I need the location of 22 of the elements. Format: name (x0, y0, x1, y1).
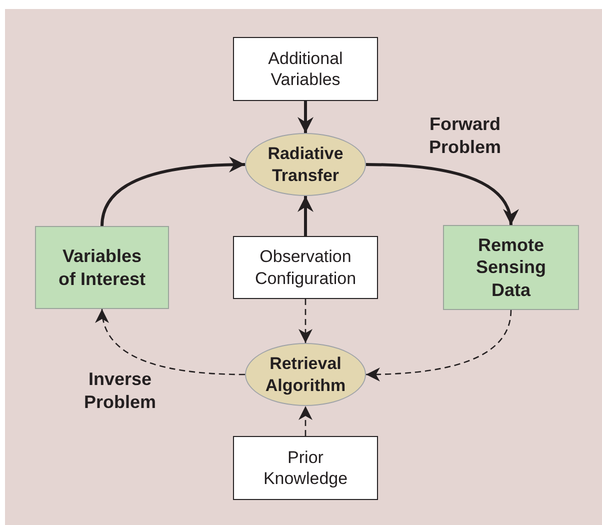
arrow (298, 101, 314, 133)
dashed-arrow (366, 310, 512, 382)
dashed-arrow (96, 308, 246, 376)
input-box (233, 436, 378, 500)
arrow (298, 196, 314, 236)
node-text: Remote Sensing Data (474, 234, 547, 302)
node-text: Prior Knowledge (262, 446, 349, 490)
node-text: Radiative Transfer (266, 143, 344, 186)
problem-label: Inverse Problem (82, 368, 158, 413)
dashed-arrow (298, 299, 312, 343)
node-text: Observation Configuration (254, 246, 358, 289)
dashed-arrow (298, 406, 312, 436)
input-box (233, 37, 378, 101)
node-text: Additional Variables (267, 48, 344, 90)
variable-box (35, 226, 169, 309)
arrow (366, 163, 518, 226)
problem-label: Forward Problem (428, 113, 502, 158)
node-text: Retrieval Algorithm (264, 353, 347, 396)
input-box (233, 236, 378, 299)
arrow (100, 156, 246, 226)
node-text: Variables of Interest (57, 245, 146, 290)
variable-box (443, 225, 579, 310)
